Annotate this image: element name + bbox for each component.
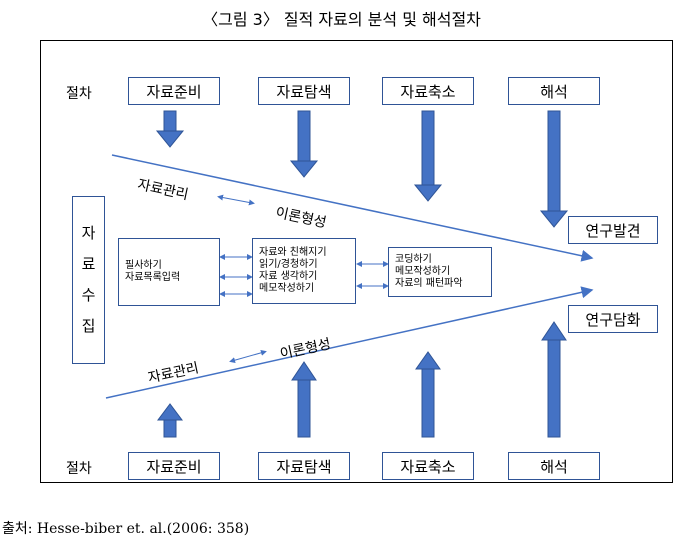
- bottom-funnel-line: [105, 286, 594, 399]
- top-funnel-line: [111, 154, 594, 262]
- up-arrow-2: [291, 361, 317, 438]
- collection-char-3: 수: [81, 286, 96, 304]
- top-step-1: 자료준비: [128, 77, 220, 105]
- top-step-2: 자료탐색: [258, 77, 350, 105]
- box3-line-1: 코딩하기: [395, 254, 432, 265]
- bottom-step-3: 자료축소: [382, 452, 474, 480]
- source-caption: 출처: Hesse-biber et. al.(2006: 358): [2, 521, 250, 537]
- top-step-label: 절차: [66, 86, 92, 102]
- top-label-double-arrow: [217, 194, 255, 206]
- up-arrow-1: [157, 403, 183, 438]
- bottom-step-2: 자료탐색: [258, 452, 350, 480]
- up-arrow-3: [415, 351, 441, 438]
- figure-title: 〈그림 3〉 질적 자료의 분석 및 해석절차: [202, 10, 481, 29]
- research-discourse-box: 연구담화: [568, 305, 658, 333]
- up-arrow-4: [541, 321, 567, 438]
- box2-line-4: 메모작성하기: [259, 283, 315, 294]
- diagram-frame: [40, 40, 673, 483]
- down-arrow-3: [413, 110, 443, 202]
- box2-line-3: 자료 생각하기: [259, 271, 318, 282]
- research-findings-box: 연구발견: [568, 216, 658, 244]
- down-arrow-1: [155, 110, 185, 148]
- box2-box3-arrows: [356, 261, 389, 289]
- down-arrow-2: [289, 110, 319, 178]
- box2-line-2: 읽기/경청하기: [259, 259, 318, 270]
- box3-line-3: 자료의 패턴파악: [395, 278, 463, 289]
- box1-line-1: 필사하기: [125, 260, 162, 271]
- familiarization-box: 자료와 친해지기 읽기/경청하기 자료 생각하기 메모작성하기: [252, 238, 356, 304]
- top-step-3: 자료축소: [382, 77, 474, 105]
- collection-char-2: 료: [81, 255, 96, 273]
- bottom-step-label: 절차: [66, 461, 92, 477]
- coding-box: 코딩하기 메모작성하기 자료의 패턴파악: [388, 247, 492, 297]
- bottom-label-double-arrow: [229, 349, 267, 364]
- box2-line-1: 자료와 친해지기: [259, 247, 327, 258]
- box1-box2-arrows: [219, 254, 253, 297]
- box3-line-2: 메모작성하기: [395, 266, 451, 277]
- down-arrow-4: [539, 110, 569, 228]
- top-step-4: 해석: [508, 77, 600, 105]
- bottom-step-4: 해석: [508, 452, 600, 480]
- transcription-box: 필사하기 자료목록입력: [118, 238, 220, 306]
- bottom-step-1: 자료준비: [128, 452, 220, 480]
- box1-line-2: 자료목록입력: [125, 272, 181, 283]
- collection-char-1: 자: [81, 224, 96, 242]
- collection-char-4: 집: [81, 317, 96, 335]
- data-collection-box: 자 료 수 집: [72, 196, 105, 364]
